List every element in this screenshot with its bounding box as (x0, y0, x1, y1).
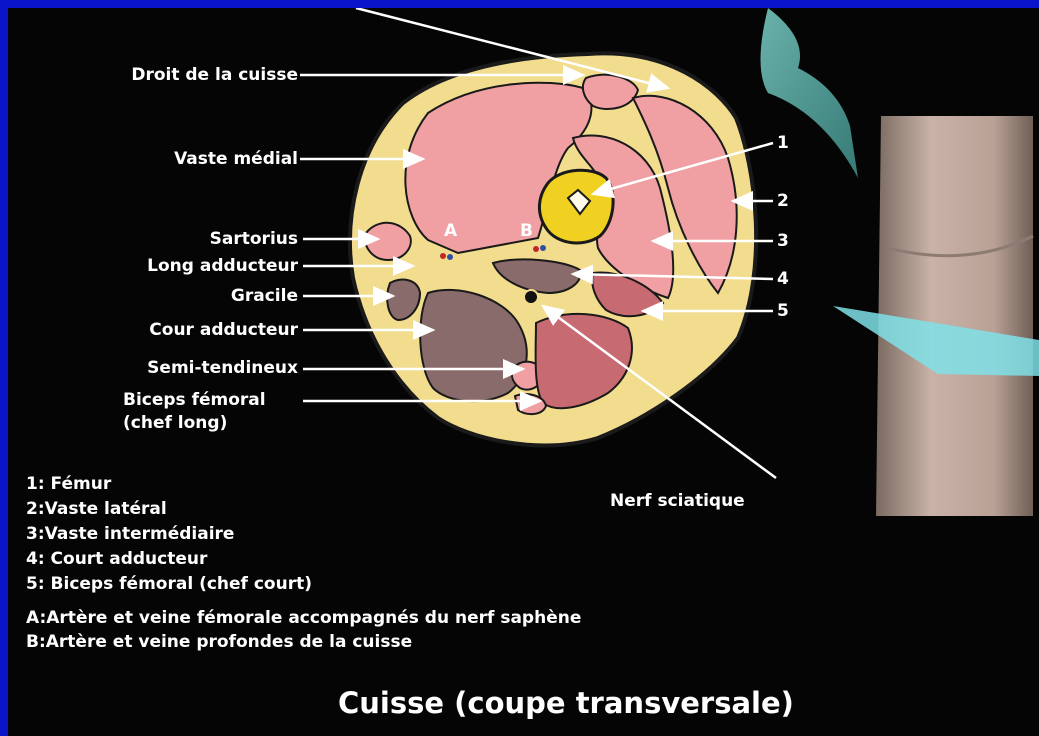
diagram-stage: Droit de la cuisse Vaste médial Sartoriu… (8, 8, 1039, 736)
label-vaste-medial: Vaste médial (68, 149, 298, 169)
legend-4: 4: Court adducteur (26, 549, 207, 569)
legend-5: 5: Biceps fémoral (chef court) (26, 574, 312, 594)
label-a: A (444, 221, 457, 241)
legend-1: 1: Fémur (26, 474, 111, 494)
label-number-4: 4 (777, 269, 789, 289)
label-biceps-line2: (chef long) (123, 413, 227, 433)
label-gracile: Gracile (68, 286, 298, 306)
label-semi-tendineux: Semi-tendineux (68, 358, 298, 378)
label-number-5: 5 (777, 301, 789, 321)
label-sartorius: Sartorius (68, 229, 298, 249)
sartorius-muscle (365, 223, 411, 260)
curved-arrow-icon (761, 8, 859, 178)
label-number-3: 3 (777, 231, 789, 251)
legend-3: 3:Vaste intermédiaire (26, 524, 234, 544)
label-nerf-sciatique: Nerf sciatique (610, 491, 745, 511)
leg-illustration (761, 8, 1039, 516)
label-long-adducteur: Long adducteur (68, 256, 298, 276)
label-cour-adducteur: Cour adducteur (68, 320, 298, 340)
vessel-a-vein (447, 254, 453, 260)
legend-b: B:Artère et veine profondes de la cuisse (26, 632, 412, 652)
diagram-title: Cuisse (coupe transversale) (338, 686, 794, 720)
label-number-1: 1 (777, 133, 789, 153)
label-b: B (520, 221, 533, 241)
label-biceps-line1: Biceps fémoral (123, 390, 266, 410)
legend-2: 2:Vaste latéral (26, 499, 167, 519)
thigh-section (350, 53, 756, 445)
vessel-a-artery (440, 253, 446, 259)
vessel-b-artery (533, 246, 539, 252)
vessel-b-vein (540, 245, 546, 251)
label-droit: Droit de la cuisse (68, 65, 298, 85)
label-number-2: 2 (777, 191, 789, 211)
nerf-sciatique-dot (524, 290, 538, 304)
legend-a: A:Artère et veine fémorale accompagnés d… (26, 608, 581, 628)
